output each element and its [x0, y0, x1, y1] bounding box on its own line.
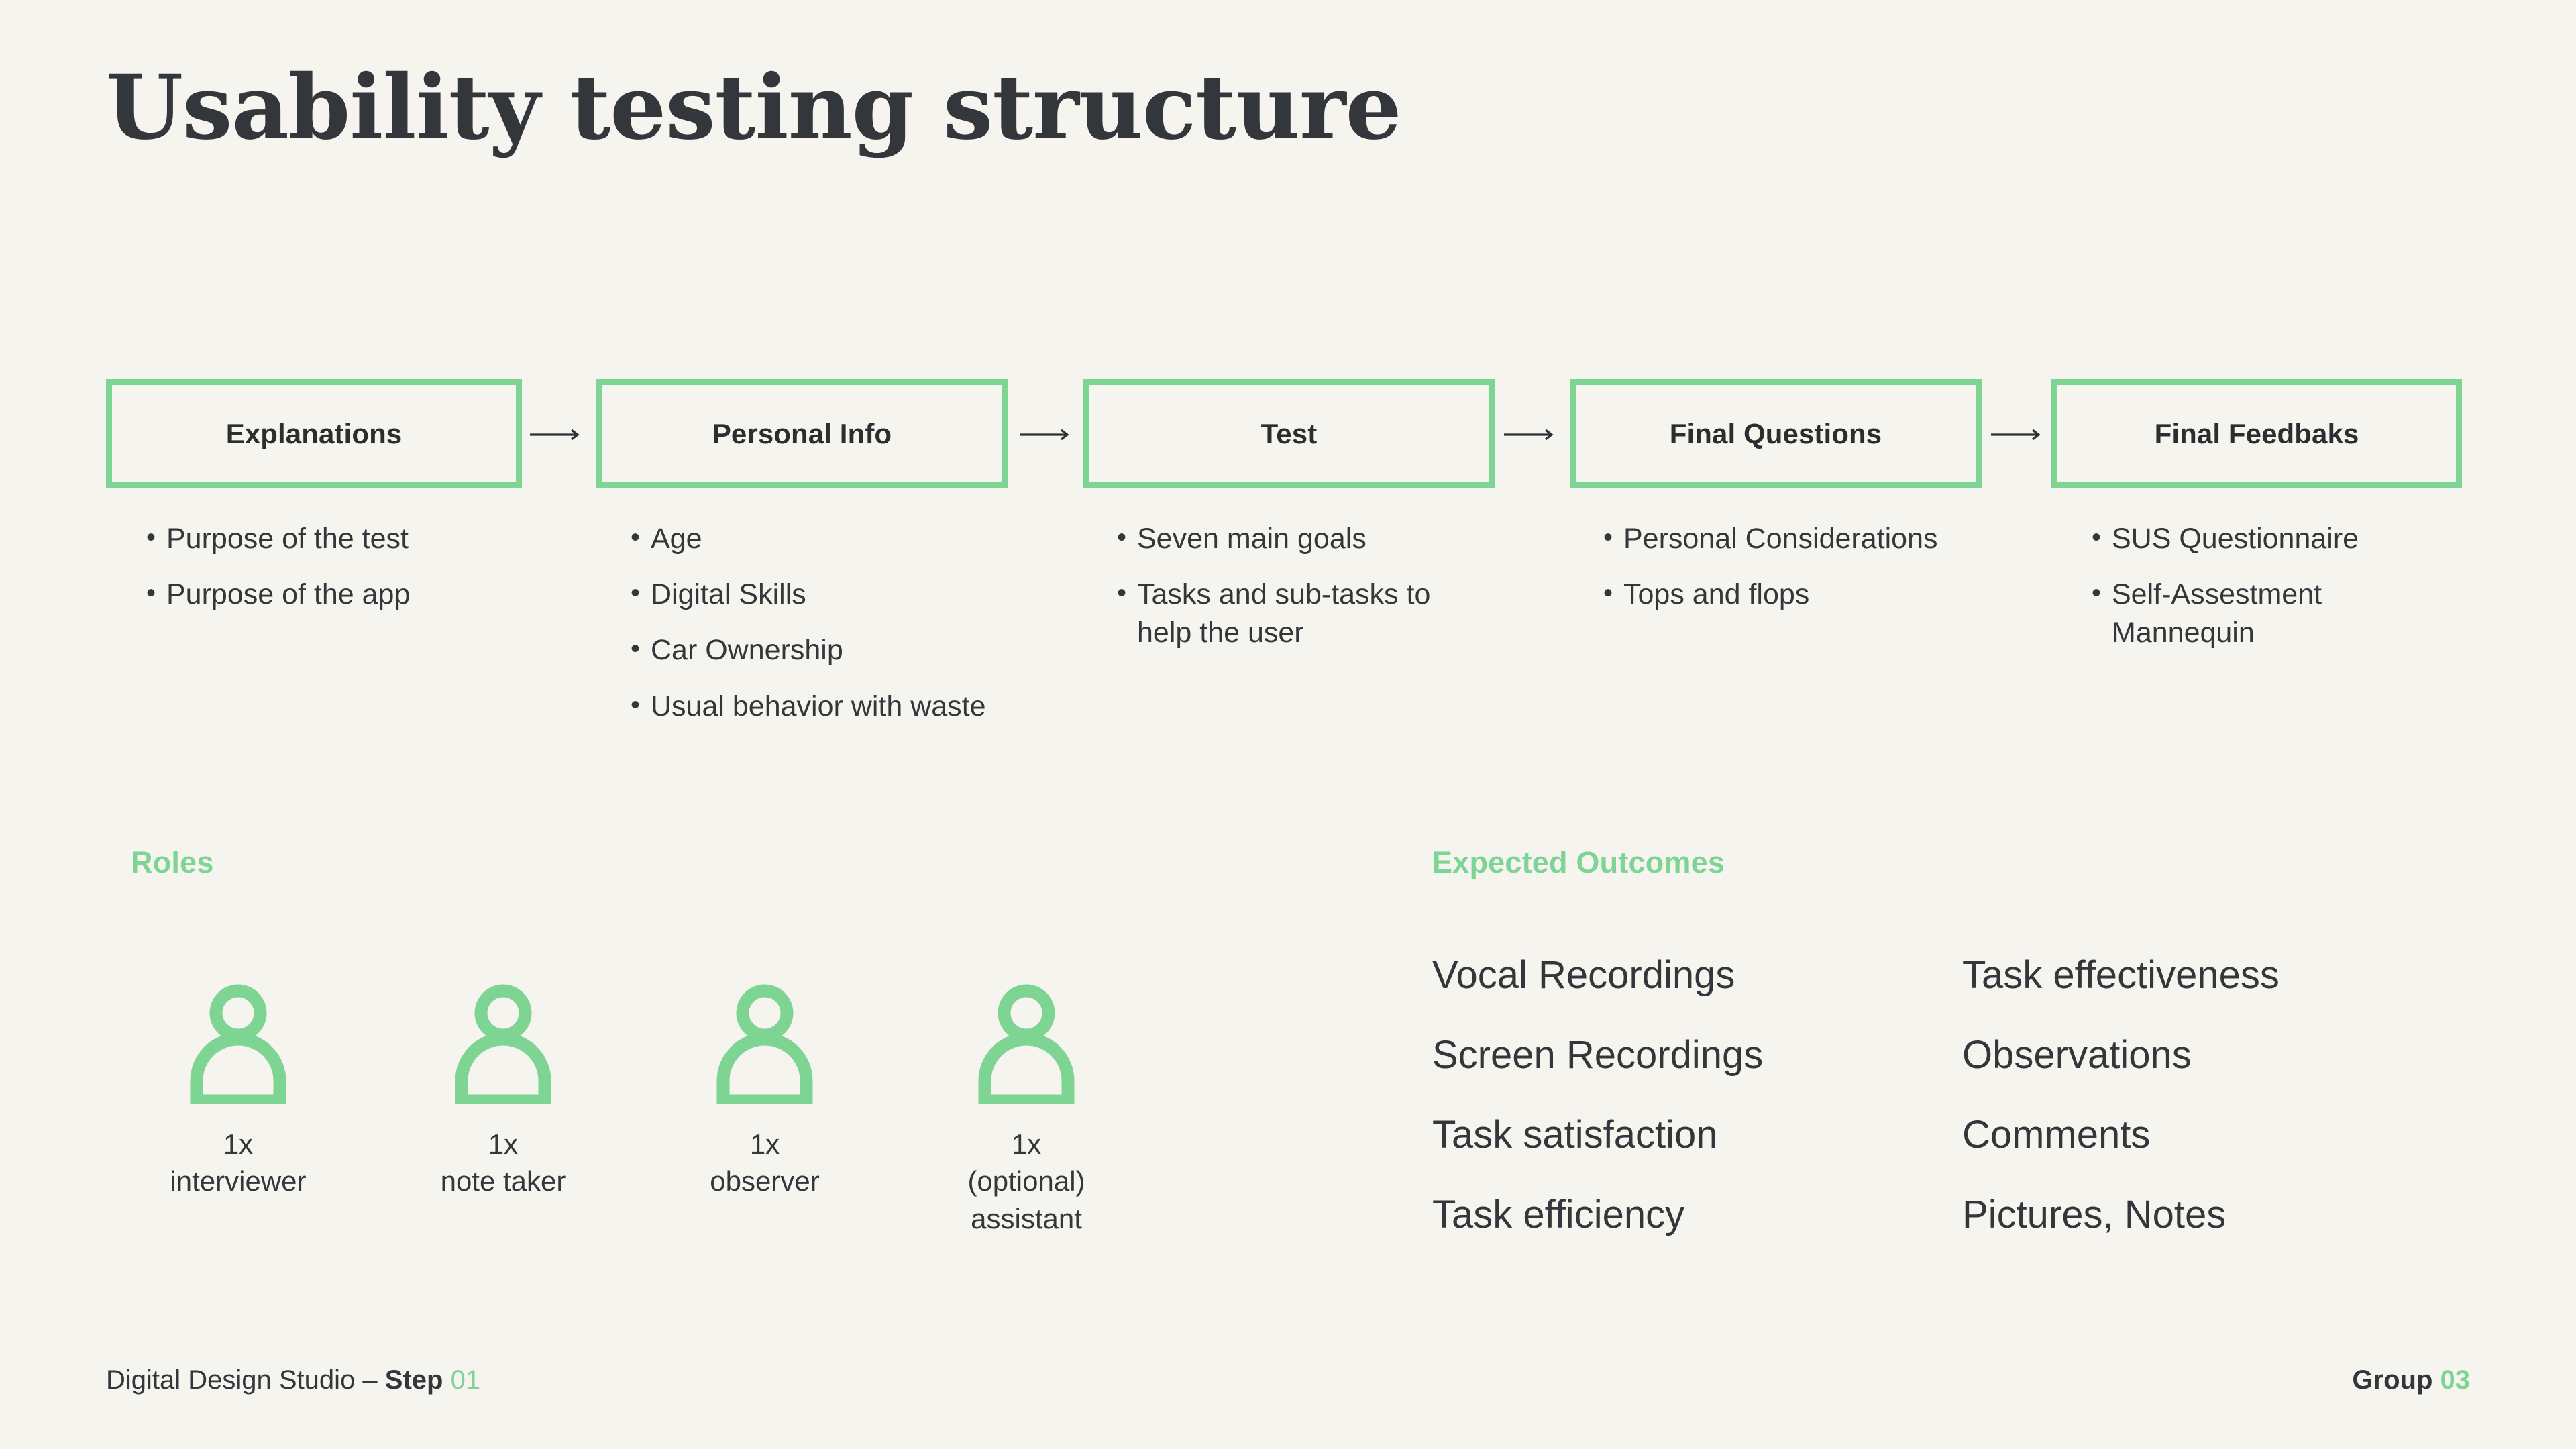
flow-step-box: Final Questions: [1570, 379, 1982, 488]
bullet-column-final-feedbaks: • SUS Questionnaire • Self-Assestment Ma…: [2092, 520, 2414, 670]
bullet-dot-icon: •: [2092, 578, 2102, 608]
flow-step-box: Personal Info: [596, 379, 1008, 488]
bullet-dot-icon: •: [1603, 578, 1613, 608]
list-item: Task satisfaction: [1432, 1113, 1718, 1157]
list-item: • SUS Questionnaire: [2092, 520, 2414, 558]
list-item: Screen Recordings: [1432, 1033, 1764, 1077]
list-item: • Age: [631, 520, 1020, 558]
flow-step-test[interactable]: Test: [1083, 379, 1495, 488]
list-item: Vocal Recordings: [1432, 953, 1735, 997]
list-item: Observations: [1962, 1033, 2192, 1077]
role-item-assistant: 1x(optional) assistant: [926, 983, 1127, 1237]
bullet-dot-icon: •: [1117, 523, 1127, 552]
bullet-dot-icon: •: [1603, 523, 1613, 552]
footer-group-number: 03: [2440, 1365, 2471, 1395]
footer-studio-name: Digital Design Studio –: [106, 1365, 385, 1395]
list-item: • Tasks and sub-tasks to help the user: [1117, 576, 1432, 652]
flow-step-label: Test: [1260, 417, 1318, 449]
flow-step-box: Final Feedbaks: [2051, 379, 2462, 488]
list-item: • Self-Assestment Mannequin: [2092, 576, 2414, 652]
list-item: • Car Ownership: [631, 631, 1020, 669]
bullet-column-explanations: • Purpose of the test • Purpose of the a…: [146, 520, 522, 631]
bullet-dot-icon: •: [146, 578, 156, 608]
outcomes-right-column: Task effectiveness Observations Comments…: [1962, 956, 2279, 1275]
person-icon: [715, 983, 814, 1108]
person-icon: [189, 983, 288, 1108]
list-item: Pictures, Notes: [1962, 1193, 2226, 1236]
footer-group-word: Group: [2352, 1365, 2433, 1395]
bullet-dot-icon: •: [631, 634, 641, 664]
flow-step-final-questions[interactable]: Final Questions: [1570, 379, 1982, 488]
list-item: Task effectiveness: [1962, 953, 2279, 997]
list-item: • Tops and flops: [1603, 576, 1979, 614]
bullet-column-final-questions: • Personal Considerations • Tops and flo…: [1603, 520, 1979, 631]
bullet-dot-icon: •: [631, 578, 641, 608]
process-flow: Explanations Personal Info Test Final Qu…: [0, 379, 2576, 493]
roles-heading: Roles: [131, 845, 214, 879]
bullet-dot-icon: •: [1117, 578, 1127, 608]
outcomes-left-column: Vocal Recordings Screen Recordings Task …: [1432, 956, 1763, 1275]
footer-step-word: Step: [384, 1365, 443, 1395]
bullet-dot-icon: •: [2092, 523, 2102, 552]
flow-step-label: Final Feedbaks: [2154, 417, 2359, 449]
flow-step-label: Final Questions: [1669, 417, 1882, 449]
flow-step-final-feedbaks[interactable]: Final Feedbaks: [2051, 379, 2462, 488]
list-item: • Purpose of the app: [146, 576, 522, 614]
list-item: • Personal Considerations: [1603, 520, 1979, 558]
list-item: • Digital Skills: [631, 576, 1020, 614]
flow-step-label: Personal Info: [712, 417, 892, 449]
expected-outcomes-heading: Expected Outcomes: [1432, 845, 1725, 879]
bullet-dot-icon: •: [631, 690, 641, 720]
arrow-right-icon: [1020, 429, 1073, 441]
list-item: • Purpose of the test: [146, 520, 522, 558]
bullet-dot-icon: •: [631, 523, 641, 552]
page-title: Usability testing structure: [106, 56, 1402, 160]
flow-step-label: Explanations: [225, 417, 402, 449]
arrow-right-icon: [1991, 429, 2045, 441]
footer-step-number: 01: [450, 1365, 481, 1395]
list-item: Comments: [1962, 1113, 2151, 1157]
person-icon: [453, 983, 553, 1108]
footer-step-label: Digital Design Studio – Step 01: [106, 1365, 480, 1395]
flow-step-explanations[interactable]: Explanations: [106, 379, 522, 488]
list-item: • Usual behavior with waste: [631, 688, 1020, 726]
list-item: Task efficiency: [1432, 1193, 1685, 1236]
arrow-right-icon: [1504, 429, 1558, 441]
bullet-column-test: • Seven main goals • Tasks and sub-tasks…: [1117, 520, 1432, 670]
list-item: • Seven main goals: [1117, 520, 1432, 558]
footer-group-label: Group 03: [2352, 1365, 2470, 1395]
flow-step-box: Explanations: [106, 379, 522, 488]
role-label: 1x(optional) assistant: [967, 1128, 1085, 1234]
arrow-right-icon: [530, 429, 584, 441]
bullet-dot-icon: •: [146, 523, 156, 552]
flow-step-personal-info[interactable]: Personal Info: [596, 379, 1008, 488]
person-icon: [977, 983, 1076, 1108]
bullet-column-personal-info: • Age • Digital Skills • Car Ownership •…: [631, 520, 1020, 743]
flow-step-box: Test: [1083, 379, 1495, 488]
